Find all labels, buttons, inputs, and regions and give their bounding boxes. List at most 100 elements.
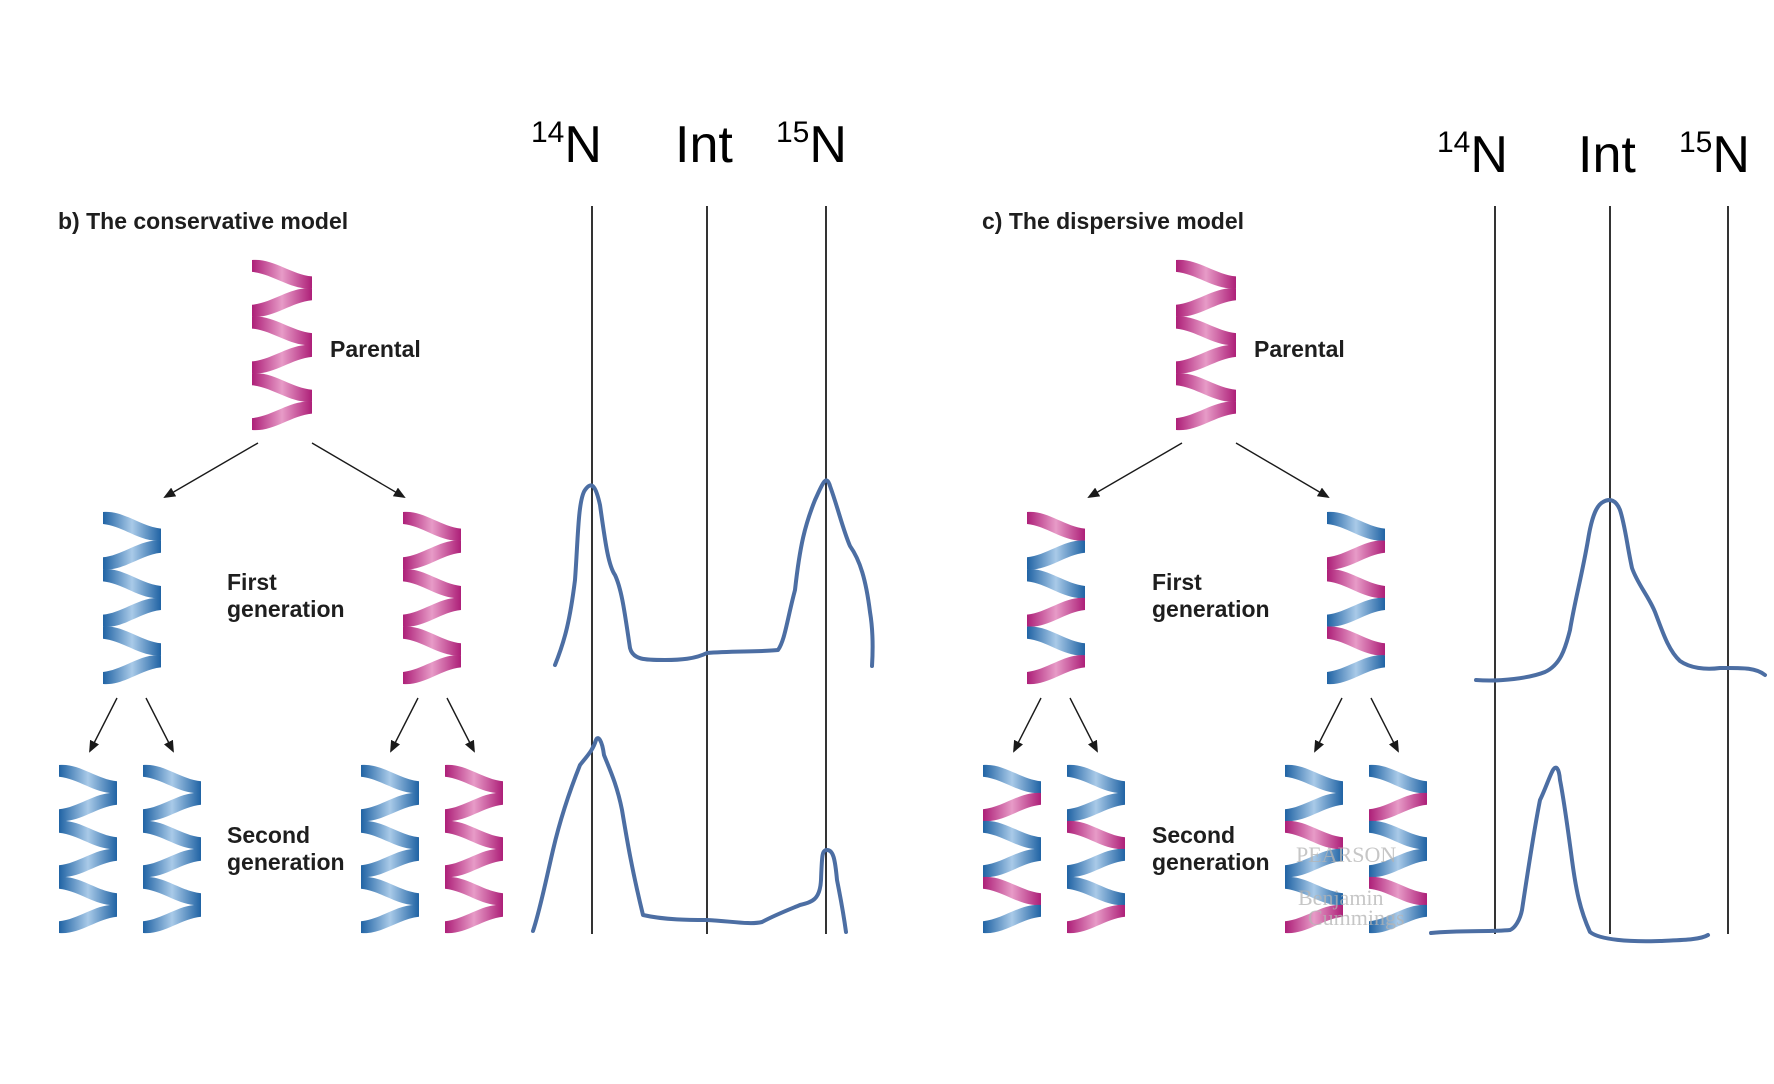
helix-ribbon-segment	[1327, 540, 1385, 570]
first-gen-label-line2: generation	[227, 596, 345, 622]
helix-ribbon-segment	[361, 904, 419, 934]
helix-ribbon-segment	[252, 344, 312, 374]
second-gen-label-line1: Second	[227, 822, 310, 848]
conservative-title: b) The conservative model	[58, 208, 348, 234]
second-gen-label-line2-c: generation	[1152, 849, 1270, 875]
first-gen-helix-heavy	[403, 511, 461, 685]
helix-ribbon-segment	[1067, 792, 1125, 822]
helix-ribbon-segment	[1369, 848, 1427, 878]
helix-ribbon-segment	[1176, 259, 1236, 289]
dispersive-panel: c) The dispersive model Parental First g…	[982, 208, 1427, 934]
helix-ribbon-segment	[143, 764, 201, 794]
second-gen-helix-2	[143, 764, 201, 934]
helix-ribbon-segment	[59, 820, 117, 850]
helix-ribbon-segment	[59, 792, 117, 822]
trace-first-gen-conservative	[553, 478, 875, 668]
helix-ribbon-segment	[59, 848, 117, 878]
arrow-2r-b	[446, 697, 475, 753]
svg-text:PEARSON: PEARSON	[1296, 842, 1396, 867]
arrow-2l-a	[89, 697, 118, 753]
helix-ribbon-segment	[361, 848, 419, 878]
helix-ribbon-segment	[143, 792, 201, 822]
svg-text:Cummings: Cummings	[1308, 905, 1405, 930]
helix-ribbon-segment	[103, 597, 161, 627]
first-gen-helix-dispersive-right	[1327, 511, 1385, 685]
helix-ribbon-segment	[1369, 764, 1427, 794]
arrow-2r-b-c	[1370, 697, 1399, 753]
helix-ribbon-segment	[983, 876, 1041, 906]
arrow-2r-a-c	[1314, 697, 1343, 753]
helix-ribbon-segment	[1027, 626, 1085, 656]
helix-ribbon-segment	[252, 259, 312, 289]
second-gen-helix-4	[445, 764, 503, 934]
helix-ribbon-segment	[1176, 373, 1236, 402]
helix-ribbon-segment	[143, 876, 201, 906]
helix-ribbon-segment	[403, 540, 461, 570]
helix-ribbon-segment	[1327, 511, 1385, 541]
first-gen-label-line2-c: generation	[1152, 596, 1270, 622]
helix-ribbon-segment	[1067, 848, 1125, 878]
helix-ribbon-segment	[1176, 288, 1236, 317]
helix-ribbon-segment	[983, 904, 1041, 934]
arrow-2r-a	[390, 697, 419, 753]
dispersive-title: c) The dispersive model	[982, 208, 1244, 234]
helix-ribbon-segment	[252, 373, 312, 402]
parental-helix	[252, 259, 312, 431]
helix-ribbon-segment	[1067, 820, 1125, 850]
helix-ribbon-segment	[983, 848, 1041, 878]
helix-ribbon-segment	[983, 764, 1041, 794]
helix-ribbon-segment	[403, 626, 461, 656]
helix-ribbon-segment	[403, 511, 461, 541]
arrow-to-first-left-c	[1087, 442, 1183, 499]
publisher-watermark: PEARSON Benjamin Cummings	[1296, 842, 1405, 930]
helix-ribbon-segment	[403, 569, 461, 599]
helix-ribbon-segment	[1285, 764, 1343, 794]
helix-ribbon-segment	[445, 792, 503, 822]
helix-ribbon-segment	[1369, 820, 1427, 850]
helix-ribbon-segment	[252, 288, 312, 317]
helix-ribbon-segment	[1285, 848, 1343, 878]
helix-ribbon-segment	[1027, 540, 1085, 570]
svg-text:Benjamin: Benjamin	[1298, 885, 1384, 910]
second-gen-helix-3	[361, 764, 419, 934]
second-gen-helix-1	[59, 764, 117, 934]
helix-ribbon-segment	[252, 316, 312, 346]
arrow-2l-a-c	[1013, 697, 1042, 753]
arrow-to-first-right	[311, 442, 406, 499]
dispersive-band-labels: 14N Int 15N	[1437, 126, 1750, 184]
second-gen-label-line1-c: Second	[1152, 822, 1235, 848]
helix-ribbon-segment	[103, 540, 161, 570]
helix-ribbon-segment	[1327, 655, 1385, 685]
helix-ribbon-segment	[983, 792, 1041, 822]
helix-ribbon-segment	[1285, 792, 1343, 822]
helix-ribbon-segment	[252, 401, 312, 431]
label-15n-c: 15N	[1679, 126, 1750, 184]
helix-ribbon-segment	[1067, 764, 1125, 794]
helix-ribbon-segment	[1027, 655, 1085, 685]
parental-label: Parental	[330, 336, 421, 362]
helix-ribbon-segment	[1027, 597, 1085, 627]
first-gen-label-line1-c: First	[1152, 569, 1202, 595]
label-14n-c: 14N	[1437, 126, 1508, 184]
helix-ribbon-segment	[59, 764, 117, 794]
first-gen-helix-dispersive-left	[1027, 511, 1085, 685]
second-gen-helix-dispersive-3	[1285, 764, 1343, 934]
arrow-2l-b	[145, 697, 174, 753]
helix-ribbon-segment	[1327, 597, 1385, 627]
helix-ribbon-segment	[103, 626, 161, 656]
second-gen-label-line2: generation	[227, 849, 345, 875]
arrow-to-first-right-c	[1235, 442, 1330, 499]
helix-ribbon-segment	[361, 820, 419, 850]
helix-ribbon-segment	[1285, 820, 1343, 850]
second-gen-helix-dispersive-2	[1067, 764, 1125, 934]
helix-ribbon-segment	[1027, 511, 1085, 541]
helix-ribbon-segment	[1327, 569, 1385, 599]
helix-ribbon-segment	[445, 848, 503, 878]
label-15n-b: 15N	[776, 116, 847, 174]
helix-ribbon-segment	[59, 876, 117, 906]
helix-ribbon-segment	[1285, 876, 1343, 906]
helix-ribbon-segment	[143, 820, 201, 850]
trace-second-gen-dispersive	[1429, 765, 1710, 944]
helix-ribbon-segment	[361, 876, 419, 906]
